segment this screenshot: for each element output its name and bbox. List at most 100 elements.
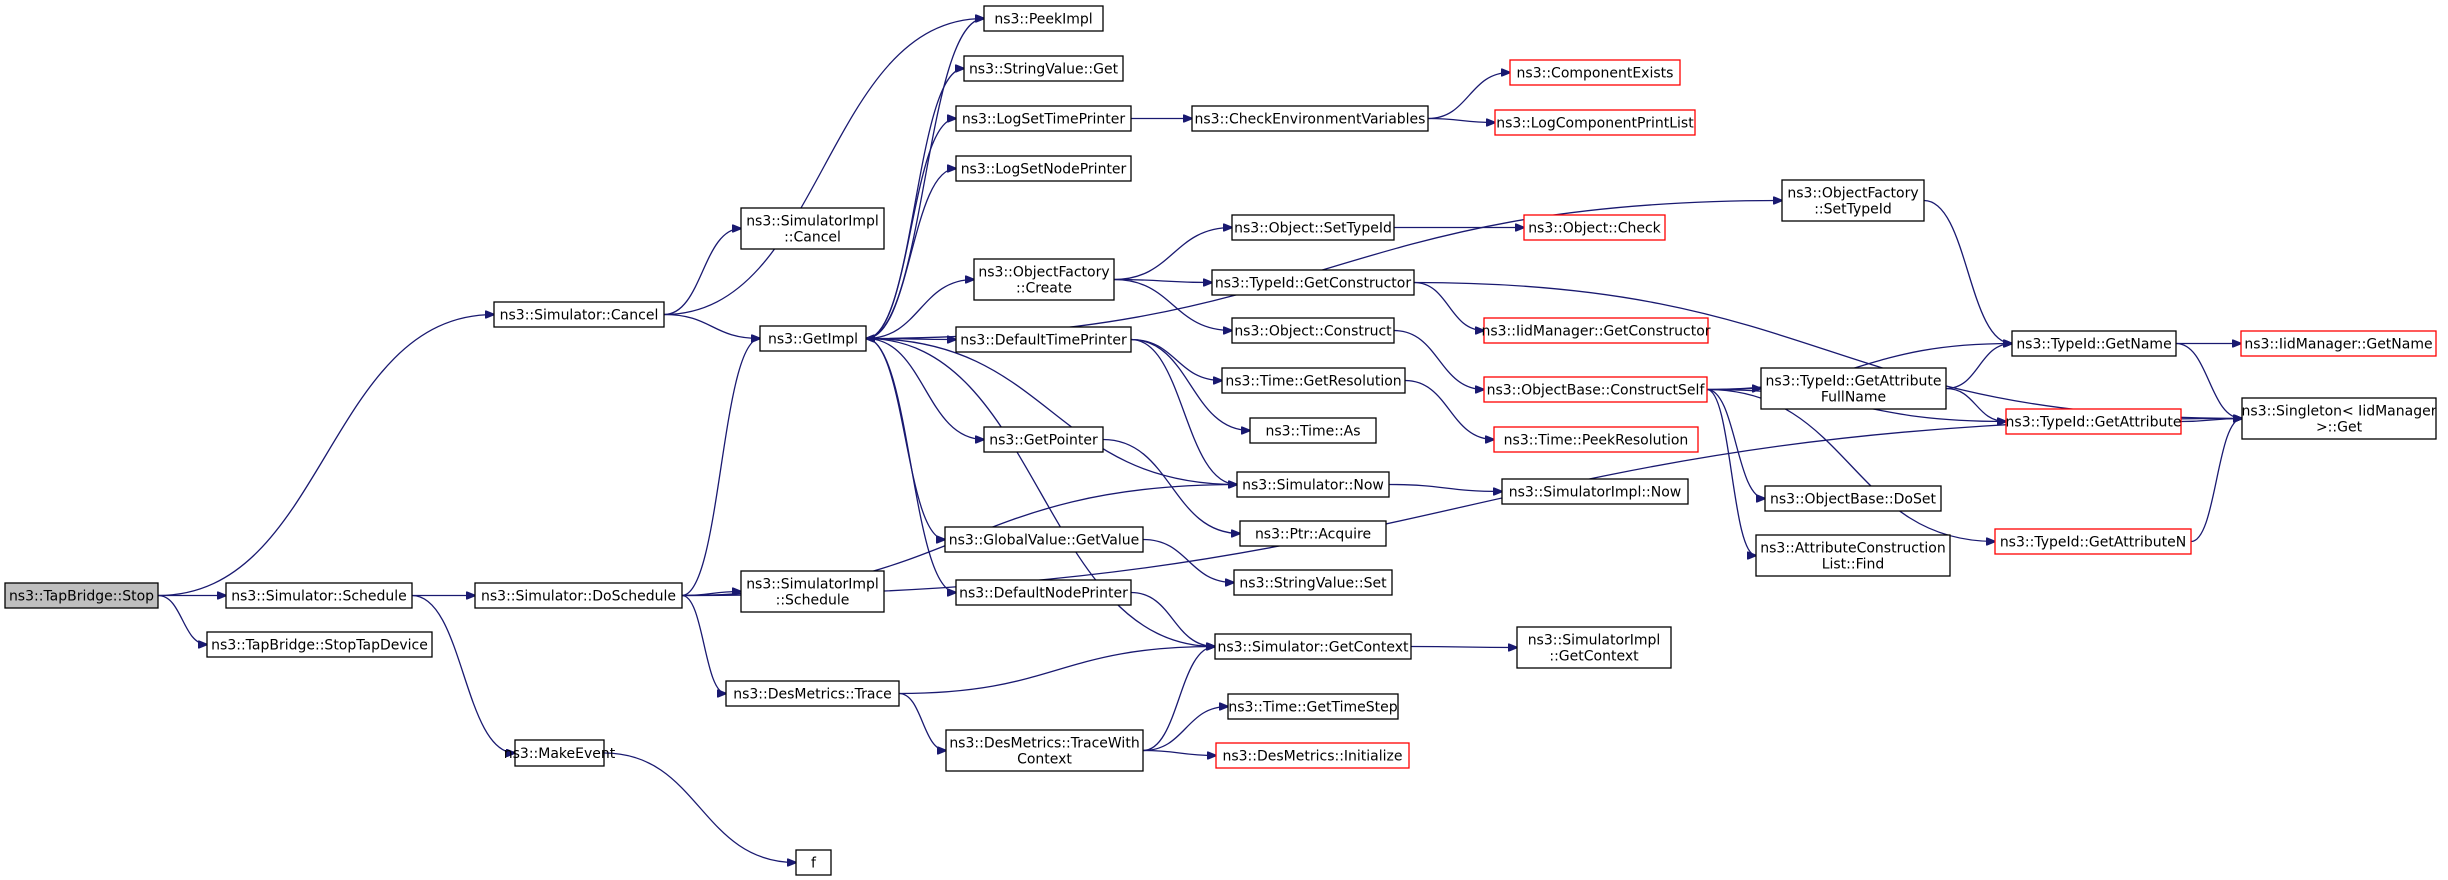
node-stop: ns3::TapBridge::Stop [4,582,159,609]
node-objbasedoset[interactable]: ns3::ObjectBase::DoSet [1764,485,1942,512]
call-edges [157,19,2242,863]
node-getimpl[interactable]: ns3::GetImpl [759,325,867,352]
node-typeidgetattrn[interactable]: ns3::TypeId::GetAttributeN [1994,528,2192,555]
node-box [1493,426,1699,453]
node-box [963,55,1124,82]
node-label: ns3::Object::Check [1528,221,1661,237]
node-box [1781,179,1925,222]
node-objsettypeid[interactable]: ns3::Object::SetTypeId [1231,214,1395,241]
node-objcheck[interactable]: ns3::Object::Check [1523,214,1666,241]
node-label: ns3::TypeId::GetAttribute [2006,415,2182,431]
node-f[interactable]: f [795,849,832,876]
node-singletonget[interactable]: ns3::Singleton< IidManager >::Get [2241,397,2437,440]
edge-desmetricstrace-to-simgetcontext [898,647,1215,695]
node-label: ns3::ObjectBase::DoSet [1770,492,1936,508]
node-typeidgetctor[interactable]: ns3::TypeId::GetConstructor [1211,269,1415,296]
node-objfactsettypeid[interactable]: ns3::ObjectFactory::SetTypeId [1781,179,1925,222]
node-timeas[interactable]: ns3::Time::As [1249,417,1377,444]
node-cancel[interactable]: ns3::Simulator::Cancel [493,301,665,328]
node-compexists[interactable]: ns3::ComponentExists [1509,59,1681,86]
node-label: ns3::Time::As [1265,424,1360,440]
edge-objbaseconstruct-to-attrconstrfind [1706,388,1756,556]
node-simimplgetctx[interactable]: ns3::SimulatorImpl::GetContext [1516,626,1672,669]
node-stringvalueget[interactable]: ns3::StringValue::Get [963,55,1124,82]
edge-deftimeprinter-to-timegetres [1130,338,1222,381]
node-box [1221,367,1406,394]
node-box [955,105,1132,132]
edge-objfactcreate-to-objsettypeid [1113,228,1232,281]
node-stringvalueset[interactable]: ns3::StringValue::Set [1233,569,1393,596]
node-peekimpl[interactable]: ns3::PeekImpl [983,5,1104,32]
node-timegetres[interactable]: ns3::Time::GetResolution [1221,367,1406,394]
node-stoptap[interactable]: ns3::TapBridge::StopTapDevice [206,631,433,658]
edge-doschedule-to-singletonget [681,419,2242,597]
node-label: ns3::TypeId::GetAttributeN [2000,535,2186,551]
node-timepeekres[interactable]: ns3::Time::PeekResolution [1493,426,1699,453]
node-objfactcreate[interactable]: ns3::ObjectFactory::Create [973,258,1115,301]
node-simimplnow[interactable]: ns3::SimulatorImpl::Now [1501,478,1689,505]
node-desmetricstrace[interactable]: ns3::DesMetrics::Trace [725,680,900,707]
node-box [983,426,1104,453]
node-makeevent[interactable]: ns3::MakeEvent [504,739,616,767]
node-label: ns3::SimulatorImpl::Now [1509,485,1682,501]
function-nodes: ns3::TapBridge::Stop ns3::Simulator::Sche… [4,5,2437,876]
edge-stop-to-stoptap [157,594,207,645]
node-deftimeprinter[interactable]: ns3::DefaultTimePrinter [955,326,1132,353]
node-label: ns3::StringValue::Get [969,62,1119,78]
edge-typeidgetattrfull-to-typeidgetname [1945,344,2012,390]
node-box [983,5,1104,32]
node-label: ns3::Object::SetTypeId [1234,221,1392,237]
node-label: ns3::PeekImpl [994,12,1092,28]
node-box [2011,330,2177,357]
node-label: ns3::DefaultNodePrinter [959,586,1128,602]
edge-getimpl-to-objfactcreate [865,280,974,340]
node-simnow[interactable]: ns3::Simulator::Now [1236,471,1390,498]
node-label: ns3::TypeId::GetConstructor [1215,276,1411,292]
node-simgetcontext[interactable]: ns3::Simulator::GetContext [1214,633,1412,660]
node-label: ns3::GetPointer [989,433,1098,449]
node-iidmgrgetctor[interactable]: ns3::IidManager::GetConstructor [1481,317,1711,344]
node-timegetstep[interactable]: ns3::Time::GetTimeStep [1227,693,1399,720]
node-simimplcancel[interactable]: ns3::SimulatorImpl::Cancel [740,207,885,250]
node-getpointer[interactable]: ns3::GetPointer [983,426,1104,453]
node-objbaseconstruct[interactable]: ns3::ObjectBase::ConstructSelf [1483,376,1708,403]
node-label: ns3::Time::PeekResolution [1504,433,1689,449]
node-doschedule[interactable]: ns3::Simulator::DoSchedule [474,582,683,609]
node-label: ns3::IidManager::GetName [2244,337,2432,353]
node-label: ns3::TapBridge::Stop [9,589,154,605]
node-label: ns3::GetImpl [768,332,858,348]
node-defnodeprinter[interactable]: ns3::DefaultNodePrinter [955,579,1132,606]
node-logsettime[interactable]: ns3::LogSetTimePrinter [955,105,1132,132]
node-label: ns3::ComponentExists [1517,66,1674,82]
node-objconstruct[interactable]: ns3::Object::Construct [1231,317,1395,344]
node-typeidgetattr[interactable]: ns3::TypeId::GetAttribute [2005,408,2182,435]
node-checkenv[interactable]: ns3::CheckEnvironmentVariables [1191,105,1429,132]
node-box [1755,534,1951,577]
node-label: ns3::ObjectFactory [1787,186,1918,202]
node-globalvalue[interactable]: ns3::GlobalValue::GetValue [944,526,1144,553]
node-label: ::SetTypeId [1814,202,1892,218]
edge-getimpl-to-getpointer [865,337,984,440]
node-label: ns3::ObjectBase::ConstructSelf [1487,383,1706,399]
node-desinit[interactable]: ns3::DesMetrics::Initialize [1215,742,1410,769]
node-logcomplist[interactable]: ns3::LogComponentPrintList [1494,109,1696,136]
node-logsetnode[interactable]: ns3::LogSetNodePrinter [955,155,1132,182]
node-ptracquire[interactable]: ns3::Ptr::Acquire [1239,520,1387,547]
node-label: ::GetContext [1549,649,1639,665]
node-schedule[interactable]: ns3::Simulator::Schedule [225,582,413,609]
node-iidmgrgetname[interactable]: ns3::IidManager::GetName [2240,330,2437,357]
edge-objfactsettypeid-to-typeidgetname [1923,199,2012,344]
edge-cancel-to-getimpl [663,313,760,339]
edge-doschedule-to-desmetricstrace [681,594,726,694]
edge-checkenv-to-compexists [1427,73,1510,120]
node-box [1227,693,1399,720]
node-simimplschedule[interactable]: ns3::SimulatorImpl::Schedule [740,570,885,613]
node-typeidgetname[interactable]: ns3::TypeId::GetName [2011,330,2177,357]
node-label: ns3::TapBridge::StopTapDevice [211,638,428,654]
node-box [944,526,1144,553]
edge-deftimeprinter-to-simnow [1130,338,1237,485]
node-box [4,582,159,609]
